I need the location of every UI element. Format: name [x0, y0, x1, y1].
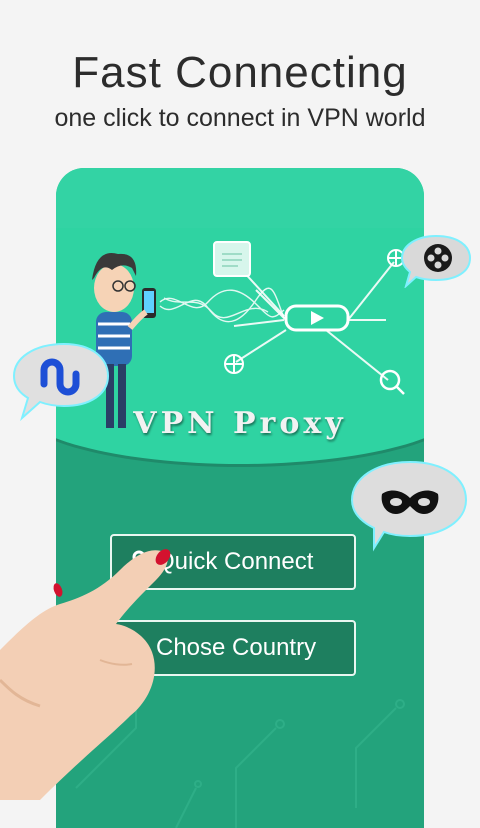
stumbleupon-bubble: [12, 342, 110, 422]
app-title: VPN Proxy: [133, 406, 347, 441]
play-icon: [284, 304, 350, 332]
phone-top-bar: [56, 168, 424, 228]
document-icon: [213, 241, 251, 277]
connection-illustration: [92, 241, 405, 428]
mask-icon: [381, 490, 439, 514]
person-illustration: [92, 253, 156, 428]
film-reel-icon: [424, 244, 452, 272]
quick-connect-label: Quick Connect: [156, 548, 314, 575]
mask-bubble: [350, 460, 468, 552]
pointing-hand-illustration: [0, 549, 171, 800]
headline: Fast Connecting: [72, 48, 408, 97]
stumbleupon-icon: [40, 358, 80, 396]
film-bubble: [400, 234, 472, 288]
subline: one click to connect in VPN world: [54, 104, 426, 132]
globe-icon: [224, 354, 244, 374]
chose-country-label: Chose Country: [156, 634, 317, 661]
search-icon: [379, 369, 405, 395]
